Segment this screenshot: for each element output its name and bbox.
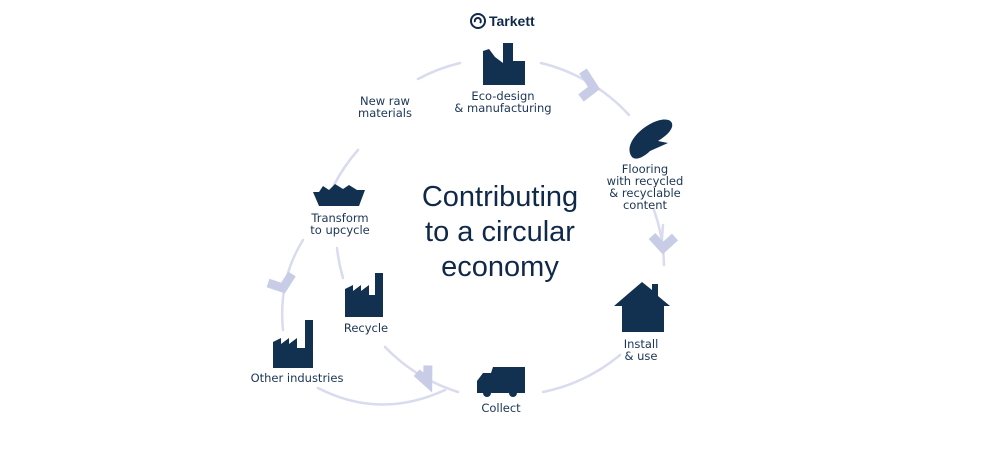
arc-transform-recycle [335, 246, 345, 280]
step-label: Transform [311, 211, 369, 225]
factory-icon [483, 43, 525, 85]
step-label: & recyclable [609, 186, 681, 200]
arc-top-left [416, 61, 462, 81]
diagram-title: Contributing to a circular economy [422, 180, 578, 285]
container-icon [313, 184, 365, 206]
step-label: content [622, 198, 668, 212]
step-label: Other industries [250, 371, 344, 385]
step-recycle: Recycle [344, 322, 388, 334]
step-label: & use [624, 349, 658, 363]
logo-text: Tarkett [489, 13, 535, 29]
industry-icon [273, 320, 313, 368]
recycling-plant-icon [345, 273, 383, 317]
arc-left [332, 148, 360, 187]
step-label: with recycled [606, 174, 684, 188]
arrow-right [648, 232, 679, 255]
step-install: Install& use [624, 338, 659, 362]
step-label: Flooring [621, 162, 669, 176]
step-label: New raw [360, 94, 410, 108]
arrow-top-right [578, 68, 601, 102]
tarkett-logo-icon [470, 13, 486, 29]
tarkett-logo: Tarkett [470, 13, 535, 29]
arrow-bottom-left [413, 365, 433, 393]
step-label: Recycle [343, 321, 389, 335]
title-line-1: Contributing [421, 181, 579, 213]
step-label: to upcycle [310, 223, 370, 237]
step-label: materials [358, 106, 412, 120]
arc-loop-bottom [316, 386, 447, 406]
arc-collect-recycle [383, 345, 460, 394]
step-eco-design: Eco-design& manufacturing [454, 90, 551, 114]
truck-icon [477, 367, 525, 397]
flooring-roll-icon [629, 119, 673, 159]
title-line-3: economy [441, 251, 559, 283]
step-label: Eco-design [471, 89, 535, 103]
step-other-industries: Other industries [251, 372, 344, 384]
step-label: Collect [481, 401, 521, 415]
step-label: Install [623, 337, 659, 351]
step-collect: Collect [481, 402, 520, 414]
step-label: & manufacturing [454, 101, 552, 115]
title-line-2: to a circular [425, 216, 575, 248]
arc-bottom-right [541, 353, 622, 394]
arrow-left [266, 271, 296, 294]
house-icon [614, 282, 670, 332]
